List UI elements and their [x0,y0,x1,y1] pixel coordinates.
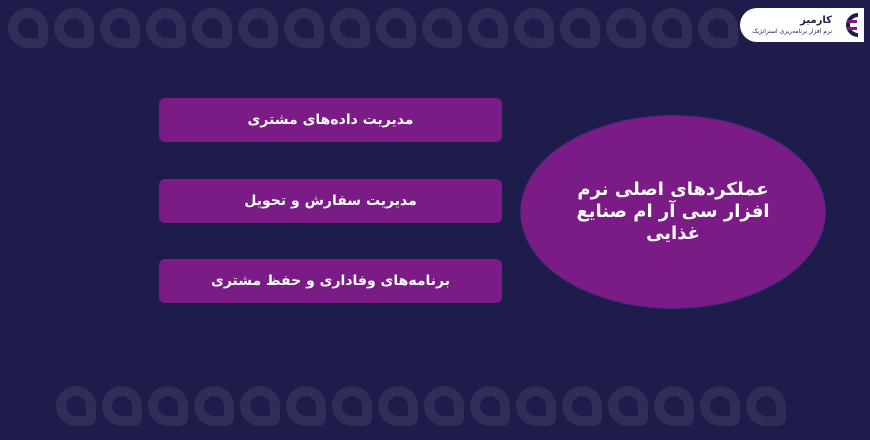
logo-name: کارمیز [800,14,832,26]
logo-tagline: نرم افزار برنامه‌ریزی استراتژیک [752,27,832,35]
brand-logo[interactable]: کارمیز نرم افزار برنامه‌ریزی استراتژیک [740,8,864,42]
function-label: برنامه‌های وفاداری و حفظ مشتری [211,273,450,289]
logo-text: کارمیز نرم افزار برنامه‌ریزی استراتژیک [752,15,832,36]
central-topic-ellipse: عملکردهای اصلی نرم افزار سی آر ام صنایع … [520,115,826,309]
function-label: مدیریت سفارش و تحویل [244,193,417,209]
central-topic-label: عملکردهای اصلی نرم افزار سی آر ام صنایع … [576,179,770,244]
function-box-loyalty: برنامه‌های وفاداری و حفظ مشتری [159,259,502,303]
function-box-order-delivery: مدیریت سفارش و تحویل [159,179,502,223]
function-box-customer-data: مدیریت داده‌های مشتری [159,98,502,142]
background-pattern-bottom [48,378,870,440]
function-label: مدیریت داده‌های مشتری [247,112,414,128]
background-pattern-top [0,0,870,56]
logo-mark-icon [838,12,860,38]
